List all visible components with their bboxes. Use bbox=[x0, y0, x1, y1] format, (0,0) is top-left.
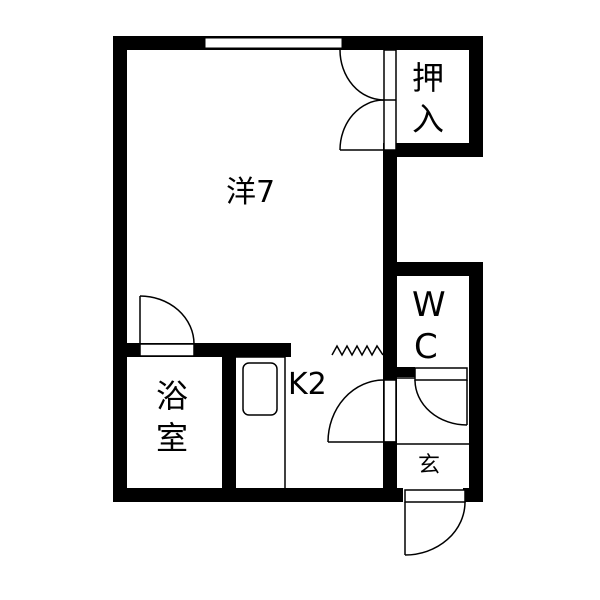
sink-icon bbox=[242, 362, 278, 416]
room-label-entrance: 玄 bbox=[418, 453, 441, 478]
room-label-wc-2: C bbox=[414, 327, 438, 367]
wc-door bbox=[396, 367, 468, 426]
closet-doors bbox=[339, 49, 397, 151]
room-label-closet-2: 入 bbox=[412, 100, 445, 138]
kitchen-door bbox=[327, 379, 397, 489]
bath-door bbox=[139, 295, 195, 357]
room-label-western: 洋7 bbox=[226, 175, 276, 210]
room-label-closet-1: 押 bbox=[412, 59, 445, 97]
curtain-zigzag bbox=[331, 344, 384, 357]
kitchen-counter bbox=[236, 356, 286, 488]
room-label-bath-1: 浴 bbox=[156, 377, 189, 415]
entrance-door bbox=[404, 489, 466, 556]
room-label-wc-1: W bbox=[412, 285, 446, 325]
room-label-bath-2: 室 bbox=[156, 419, 189, 457]
window bbox=[204, 37, 343, 49]
room-label-kitchen: K2 bbox=[288, 367, 327, 402]
